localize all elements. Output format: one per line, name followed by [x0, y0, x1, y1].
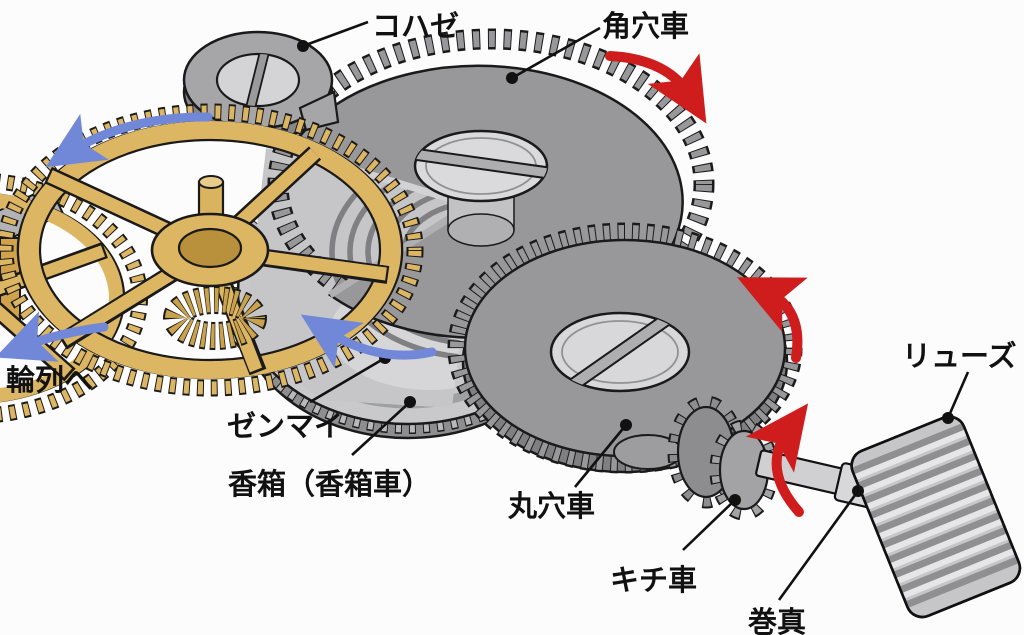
leader-dot-maruana — [620, 419, 632, 431]
label-ryuzu: リューズ — [902, 339, 1017, 373]
label-makishin: 巻真 — [748, 606, 806, 635]
leader-dot-kakuana — [506, 72, 518, 84]
center-wheel — [0, 103, 424, 397]
label-rinretsu-e: 輪列へ — [6, 363, 93, 397]
center-wheel-teeth — [0, 105, 422, 395]
labels: コハゼ 角穴車 輪列へ ゼンマイ 香箱（香箱車） 丸穴車 キチ車 巻真 リューズ — [6, 10, 1017, 635]
label-kakuanaguruma: 角穴車 — [602, 10, 689, 43]
stem-rotation-arrow — [745, 403, 809, 517]
mainspring-arrow — [300, 314, 437, 369]
label-zenmai: ゼンマイ — [227, 410, 343, 443]
label-kohaze: コハゼ — [372, 10, 459, 43]
leader-makishin — [777, 490, 860, 601]
leader-kakuana — [511, 26, 601, 80]
center-arbor-top — [198, 175, 224, 189]
leader-ryuzu — [946, 371, 970, 419]
leader-maruana — [573, 424, 628, 488]
ratchet-rotation-arrow — [605, 51, 707, 124]
rotation-arrows — [0, 51, 809, 517]
label-maruanaguruma: 丸穴車 — [507, 490, 595, 523]
leader-zenmai — [309, 356, 386, 404]
label-kichiguruma: キチ車 — [610, 564, 697, 597]
leader-dot-makishin — [852, 485, 864, 497]
center-hub-hole — [177, 227, 243, 269]
crown-wheel-screw-slot — [556, 313, 685, 391]
center-wheel-rim — [19, 121, 401, 379]
click-screw-slot — [244, 54, 271, 106]
stem-thin-section — [755, 449, 844, 495]
center-pinion-teeth — [165, 288, 265, 348]
crown-wheel-screw-bevel — [561, 320, 679, 384]
leader-dot-kohaze — [297, 40, 309, 52]
to-train-arrow — [0, 311, 109, 362]
label-kobako: 香箱（香箱車） — [228, 468, 431, 501]
crown-knurling — [849, 422, 1021, 609]
leader-kobako — [351, 401, 411, 456]
leader-kohaze — [302, 20, 369, 48]
leader-lines — [297, 20, 970, 601]
crown-knob — [849, 415, 1022, 619]
clutch-teeth — [669, 397, 743, 507]
screw-neck-base — [447, 213, 515, 247]
leader-kichi — [682, 499, 736, 551]
ratchet-screw-slot — [415, 147, 547, 180]
leader-dot-ryuzu — [942, 412, 954, 424]
leader-dot-kobako — [404, 396, 416, 408]
leader-dot-kichi — [729, 494, 741, 506]
center-wheel-arrow-top — [45, 112, 213, 168]
crown-wheel-rotation-arrow — [737, 277, 808, 363]
center-wheel-rim-inner — [38, 138, 382, 362]
crown-outline — [850, 415, 1022, 619]
